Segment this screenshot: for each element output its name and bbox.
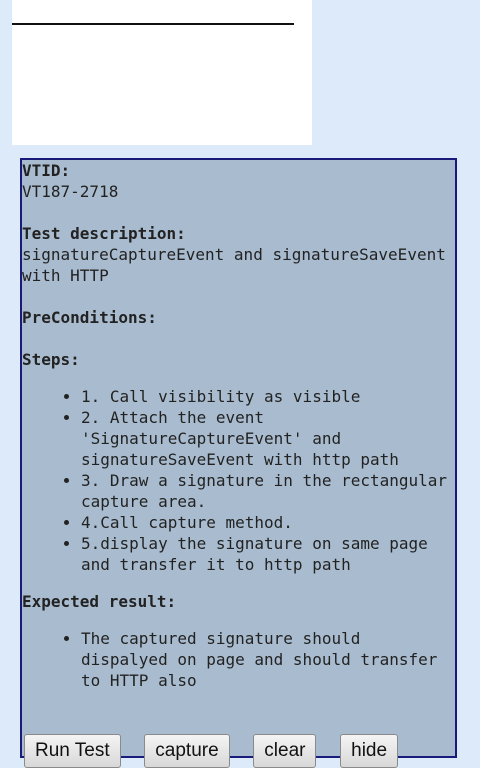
- test-info-panel: VTID: VT187-2718 Test description: signa…: [20, 158, 457, 768]
- hide-button[interactable]: hide: [340, 734, 399, 768]
- expected-result-label: Expected result:: [22, 592, 177, 611]
- description-label: Test description:: [22, 224, 186, 243]
- signature-baseline: [12, 23, 294, 25]
- step-item: 5.display the signature on same page and…: [81, 533, 455, 575]
- expected-result-list: The captured signature should dispalyed …: [22, 628, 455, 691]
- step-item: 4.Call capture method.: [81, 512, 455, 533]
- step-item: 2. Attach the event 'SignatureCaptureEve…: [81, 407, 455, 470]
- vtid-label: VTID:: [22, 161, 71, 180]
- step-item: 3. Draw a signature in the rectangular c…: [81, 470, 455, 512]
- clear-button[interactable]: clear: [253, 734, 317, 768]
- preconditions-label: PreConditions:: [22, 308, 157, 327]
- button-bar: Run Test capture clear hide: [24, 734, 412, 768]
- steps-list: 1. Call visibility as visible 2. Attach …: [22, 386, 455, 575]
- description-value: signatureCaptureEvent and signatureSaveE…: [22, 245, 446, 285]
- steps-label: Steps:: [22, 350, 80, 369]
- signature-capture-area[interactable]: [12, 0, 312, 145]
- vtid-value: VT187-2718: [22, 182, 119, 201]
- expected-item: The captured signature should dispalyed …: [81, 628, 455, 691]
- capture-button[interactable]: capture: [144, 734, 230, 768]
- run-test-button[interactable]: Run Test: [24, 734, 121, 768]
- step-item: 1. Call visibility as visible: [81, 386, 455, 407]
